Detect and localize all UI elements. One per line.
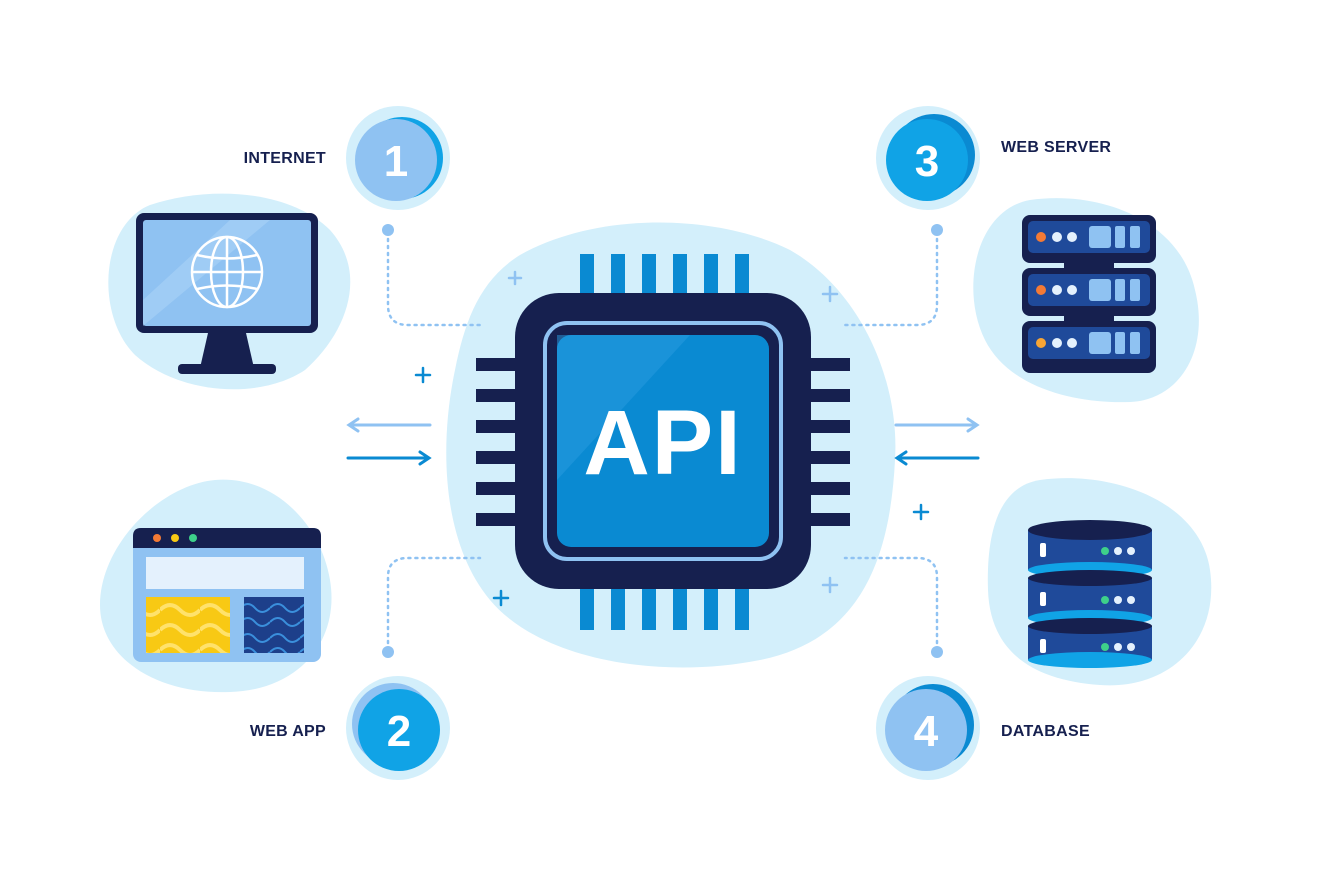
server-unit [1022,321,1156,373]
window-dot [171,534,179,542]
chip-pins-right [804,358,850,526]
connector-dots [382,224,943,658]
connector-webserver [843,230,939,327]
right-arrow-icon [894,417,980,433]
api-label: API [583,392,742,494]
left-arrow-icon [346,417,432,433]
browser-window-icon [133,528,321,662]
right-arrow-icon [346,450,432,466]
label-web-server: WEB SERVER [1001,139,1111,156]
connector-internet [386,230,482,327]
label-internet: INTERNET [244,150,326,167]
plus-icon [414,366,432,384]
server-unit [1022,268,1156,316]
chip-pins-left [476,358,522,526]
plus-icon [492,589,510,607]
db-disk [1028,520,1152,578]
api-chip: API [476,254,850,630]
node-database: 4 DATABASE [876,520,1152,780]
monitor-globe-icon [136,213,318,374]
db-disk [1028,618,1152,668]
connector-database [843,556,939,652]
globe-icon [190,235,264,309]
node-web-server: 3 WEB SERVER [876,106,1156,373]
window-dot [153,534,161,542]
plus-icon [821,285,839,303]
plus-sparkles [414,270,930,607]
chip-pins-top [580,254,749,300]
plus-icon [821,576,839,594]
window-dot [189,534,197,542]
label-database: DATABASE [1001,723,1090,740]
chip-pins-bottom [580,584,749,630]
database-stack-icon [1028,520,1152,668]
badge-number-2: 2 [387,707,411,756]
badge-number-3: 3 [915,137,939,186]
node-internet: 1 INTERNET [136,106,450,374]
badge-front [358,689,440,771]
connectors [386,230,939,652]
plus-icon [912,503,930,521]
chip-inner-ring [543,321,783,561]
left-arrow-icon [894,450,980,466]
node-web-app: 2 WEB APP [133,528,450,780]
badge-number-1: 1 [384,137,408,186]
arrows [346,417,980,466]
badge-front [885,689,967,771]
badge-front [886,119,968,201]
badge-number-4: 4 [914,707,939,756]
connector-webapp [386,556,482,652]
db-disk [1028,570,1152,626]
plus-icon [507,270,523,286]
chip-core-sheen [557,335,690,480]
badge-front [355,119,437,201]
label-web-app: WEB APP [250,723,326,740]
server-unit [1022,215,1156,263]
server-rack-icon [1022,215,1156,373]
